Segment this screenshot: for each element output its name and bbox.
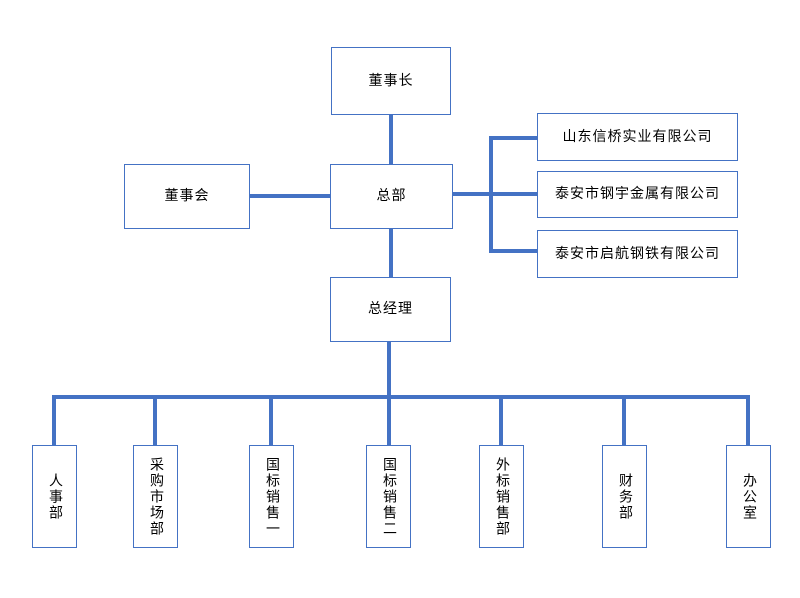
connector-subsidiary-3 xyxy=(489,249,537,253)
node-subsidiary-xinqiao: 山东信桥实业有限公司 xyxy=(537,113,738,161)
node-dept-external-sales: 外标销售部 xyxy=(479,445,524,548)
node-dept-label: 国标销售二 xyxy=(380,456,397,537)
node-dept-label: 办公室 xyxy=(740,472,757,521)
connector-dept-finance xyxy=(622,397,626,445)
node-dept-national-sales-1: 国标销售一 xyxy=(249,445,294,548)
connector-board-hq xyxy=(250,194,330,198)
node-general-manager-label: 总经理 xyxy=(368,301,413,318)
connector-subsidiary-1 xyxy=(489,136,537,140)
node-dept-label: 人事部 xyxy=(46,472,63,521)
connector-departments-bus xyxy=(52,395,750,399)
node-subsidiary-gangyu: 泰安市钢宇金属有限公司 xyxy=(537,171,738,218)
node-dept-label: 国标销售一 xyxy=(263,456,280,537)
node-dept-label: 外标销售部 xyxy=(493,456,510,537)
connector-hq-subsidiaries xyxy=(453,192,537,196)
connector-dept-sales-1 xyxy=(269,397,273,445)
connector-subsidiaries-bracket xyxy=(489,136,493,253)
node-dept-finance: 财务部 xyxy=(602,445,647,548)
node-chairman: 董事长 xyxy=(331,47,451,115)
connector-chairman-hq xyxy=(389,115,393,164)
node-dept-purchasing-market: 采购市场部 xyxy=(133,445,178,548)
node-dept-office: 办公室 xyxy=(726,445,771,548)
node-subsidiary-qihang: 泰安市启航钢铁有限公司 xyxy=(537,230,738,278)
connector-hq-gm xyxy=(389,229,393,277)
node-subsidiary-label: 山东信桥实业有限公司 xyxy=(562,128,713,145)
node-chairman-label: 董事长 xyxy=(368,72,414,89)
connector-gm-departments xyxy=(387,342,391,445)
node-board: 董事会 xyxy=(124,164,250,229)
connector-dept-ext-sales xyxy=(499,397,503,445)
node-headquarters-label: 总部 xyxy=(376,188,407,205)
node-dept-hr: 人事部 xyxy=(32,445,77,548)
node-dept-national-sales-2: 国标销售二 xyxy=(366,445,411,548)
node-general-manager: 总经理 xyxy=(330,277,451,342)
node-dept-label: 采购市场部 xyxy=(147,456,164,537)
connector-dept-office xyxy=(746,397,750,445)
node-subsidiary-label: 泰安市钢宇金属有限公司 xyxy=(555,186,720,203)
node-dept-label: 财务部 xyxy=(616,472,633,521)
node-subsidiary-label: 泰安市启航钢铁有限公司 xyxy=(555,245,720,262)
node-headquarters: 总部 xyxy=(330,164,453,229)
connector-dept-hr xyxy=(52,397,56,445)
connector-dept-purchasing xyxy=(153,397,157,445)
node-board-label: 董事会 xyxy=(164,188,210,205)
